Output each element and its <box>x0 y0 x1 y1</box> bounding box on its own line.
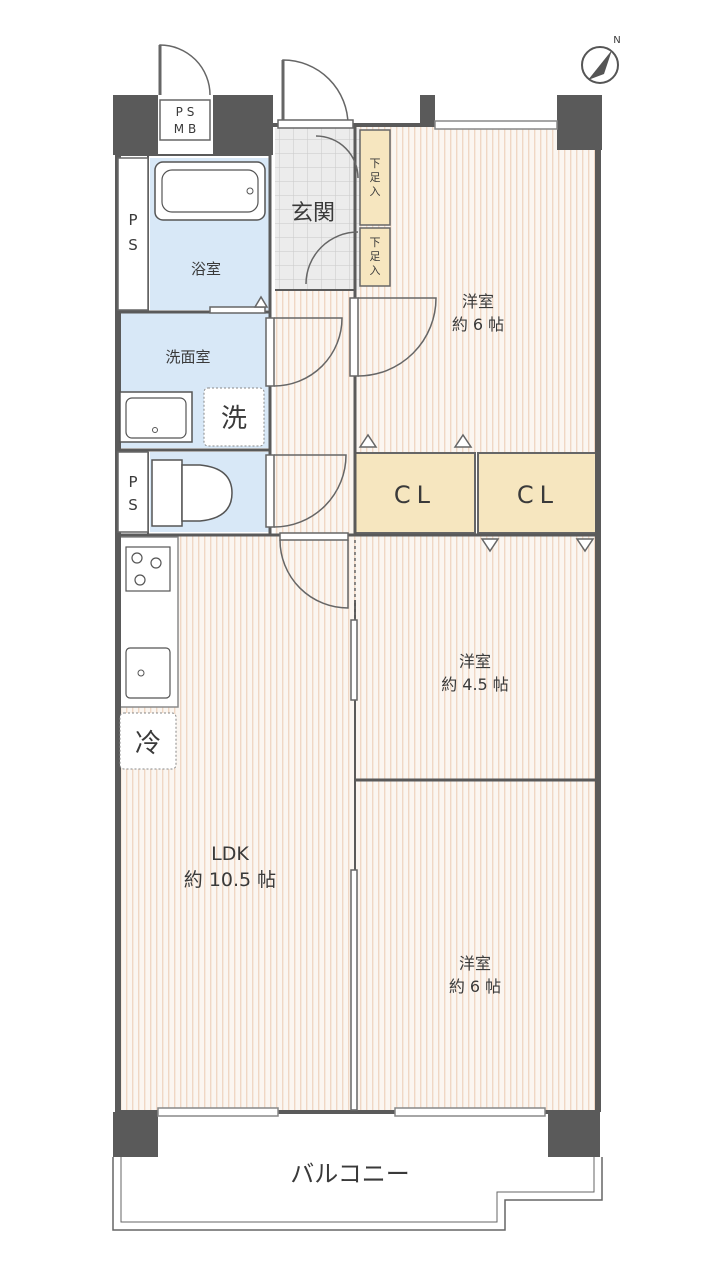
ldk-size: 約 10.5 帖 <box>184 869 276 891</box>
washer-pan <box>203 387 265 447</box>
yoshitsu-mid-name: 洋室 <box>459 652 491 671</box>
toilet-icon <box>151 459 233 527</box>
cl1-label: CL <box>394 481 436 509</box>
bath-label: 浴室 <box>191 260 221 278</box>
ps-mb-label-1: P S <box>176 105 195 119</box>
ps-shaft-2 <box>117 451 149 533</box>
room-yoshitsu-se <box>355 780 598 1112</box>
ps2-s: S <box>128 496 138 514</box>
yoshitsu-mid-size: 約 4.5 帖 <box>441 675 509 694</box>
genkan-label: 玄関 <box>291 201 335 226</box>
yoshitsu-se-name: 洋室 <box>459 954 491 973</box>
compass-icon: N <box>581 35 621 84</box>
shoe2-c3: 入 <box>370 264 381 277</box>
washer-label: 洗 <box>221 404 247 434</box>
stove-icon <box>125 546 171 592</box>
wall-block-n <box>213 95 273 155</box>
compass-letter: N <box>613 35 620 46</box>
cl2-label: CL <box>517 481 559 509</box>
ps1-s: S <box>128 236 138 254</box>
shoe2-c2: 足 <box>370 250 381 263</box>
ps1-p: P <box>128 211 137 229</box>
wall-block-se <box>548 1112 600 1157</box>
shoe1-c3: 入 <box>370 185 381 198</box>
shoe-closet-1 <box>359 129 391 226</box>
ldk-name: LDK <box>211 843 249 865</box>
doors <box>158 44 437 1111</box>
yoshitsu-ne-name: 洋室 <box>462 292 494 311</box>
shoe1-c1: 下 <box>370 157 381 170</box>
ps-mb-label-2: M B <box>174 122 196 136</box>
ps2-p: P <box>128 473 137 491</box>
shoe-closet-2 <box>359 227 391 287</box>
room-yoshitsu-ne <box>355 125 598 453</box>
fridge-space <box>119 712 177 770</box>
kitchen-sink-icon <box>125 647 171 699</box>
washroom-label: 洗面室 <box>165 348 210 366</box>
shoe1-c2: 足 <box>370 171 381 184</box>
ps-shaft-1 <box>117 157 149 311</box>
room-yoshitsu-mid <box>355 535 598 780</box>
wall-block-sw <box>113 1112 158 1157</box>
hallway <box>275 290 355 535</box>
wall-block-nw <box>113 95 158 155</box>
balcony-label: バルコニー <box>290 1160 410 1188</box>
windows <box>157 120 558 1117</box>
fridge-label: 冷 <box>135 729 161 759</box>
ps-mb-box <box>159 99 211 141</box>
wall-block-ne <box>557 95 602 150</box>
wall-post-n <box>420 95 435 125</box>
closet-1 <box>354 452 476 534</box>
shoe2-c1: 下 <box>370 236 381 249</box>
room-genkan <box>275 128 360 290</box>
bathtub-icon <box>154 161 266 221</box>
yoshitsu-se-size: 約 6 帖 <box>449 977 501 996</box>
closet-door-marks <box>253 295 595 553</box>
yoshitsu-ne-size: 約 6 帖 <box>452 315 504 334</box>
balcony-outline <box>112 1157 603 1231</box>
sink-icon <box>119 391 193 443</box>
